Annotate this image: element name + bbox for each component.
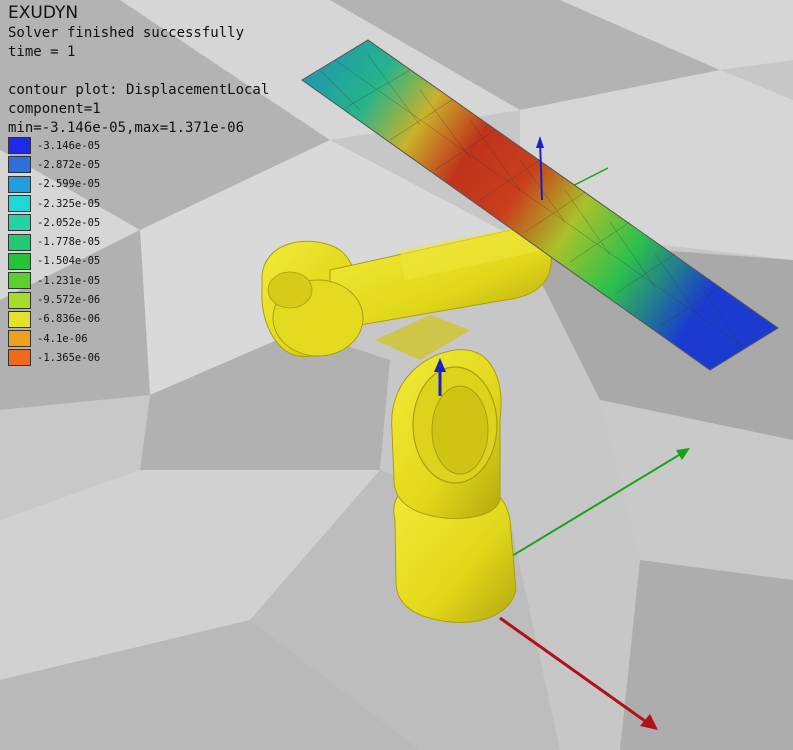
- contour-title: contour plot: DisplacementLocal: [8, 82, 270, 98]
- legend-swatch: [8, 310, 31, 328]
- legend-label: -2.599e-05: [37, 178, 101, 191]
- x-axis-arrowhead: [640, 714, 658, 730]
- plate-z-axis-arrowhead: [536, 136, 544, 148]
- legend-swatch: [8, 233, 31, 251]
- legend-label: -1.504e-05: [37, 255, 101, 268]
- base-z-axis: [434, 358, 446, 396]
- legend-item: -2.872e-05: [8, 155, 100, 174]
- legend-label: -1.231e-05: [37, 274, 101, 287]
- legend-label: -2.325e-05: [37, 197, 101, 210]
- status-overlay: EXUDYN Solver finished successfully time =…: [8, 2, 269, 138]
- contour-component: component=1: [8, 101, 101, 117]
- y-axis-line: [501, 451, 685, 563]
- simulation-time: time = 1: [8, 44, 76, 60]
- contour-legend: -3.146e-05 -2.872e-05 -2.599e-05 -2.325e-05…: [8, 136, 100, 368]
- legend-item: -2.599e-05: [8, 175, 100, 194]
- legend-swatch: [8, 175, 31, 193]
- legend-swatch: [8, 137, 31, 155]
- legend-label: -4.1e-06: [37, 332, 88, 345]
- legend-item: -2.052e-05: [8, 213, 100, 232]
- legend-item: -1.231e-05: [8, 271, 100, 290]
- x-axis-line: [499, 616, 653, 728]
- legend-item: -6.836e-06: [8, 310, 100, 329]
- legend-item: -9.572e-06: [8, 290, 100, 309]
- legend-item: -4.1e-06: [8, 329, 100, 348]
- app-title: EXUDYN: [8, 3, 79, 23]
- legend-swatch: [8, 349, 31, 367]
- legend-label: -1.365e-06: [37, 351, 101, 364]
- legend-item: -1.365e-06: [8, 348, 100, 367]
- legend-swatch: [8, 252, 31, 270]
- legend-swatch: [8, 330, 31, 348]
- legend-label: -2.872e-05: [37, 158, 101, 171]
- legend-item: -1.778e-05: [8, 232, 100, 251]
- legend-label: -2.052e-05: [37, 216, 101, 229]
- legend-item: -2.325e-05: [8, 194, 100, 213]
- legend-label: -9.572e-06: [37, 294, 101, 307]
- legend-label: -3.146e-05: [37, 139, 101, 152]
- robot-arm: [261, 222, 552, 624]
- y-axis-arrowhead: [676, 448, 690, 460]
- legend-swatch: [8, 214, 31, 232]
- legend-item: -3.146e-05: [8, 136, 100, 155]
- contour-plate: [301, 39, 779, 371]
- contour-range: min=-3.146e-05,max=1.371e-06: [8, 120, 245, 136]
- legend-swatch: [8, 272, 31, 290]
- legend-swatch: [8, 291, 31, 309]
- plate-z-axis-line: [539, 139, 543, 201]
- legend-label: -6.836e-06: [37, 313, 101, 326]
- solver-status: Solver finished successfully: [8, 25, 245, 41]
- legend-swatch: [8, 195, 31, 213]
- legend-swatch: [8, 156, 31, 174]
- legend-label: -1.778e-05: [37, 236, 101, 249]
- legend-item: -1.504e-05: [8, 252, 100, 271]
